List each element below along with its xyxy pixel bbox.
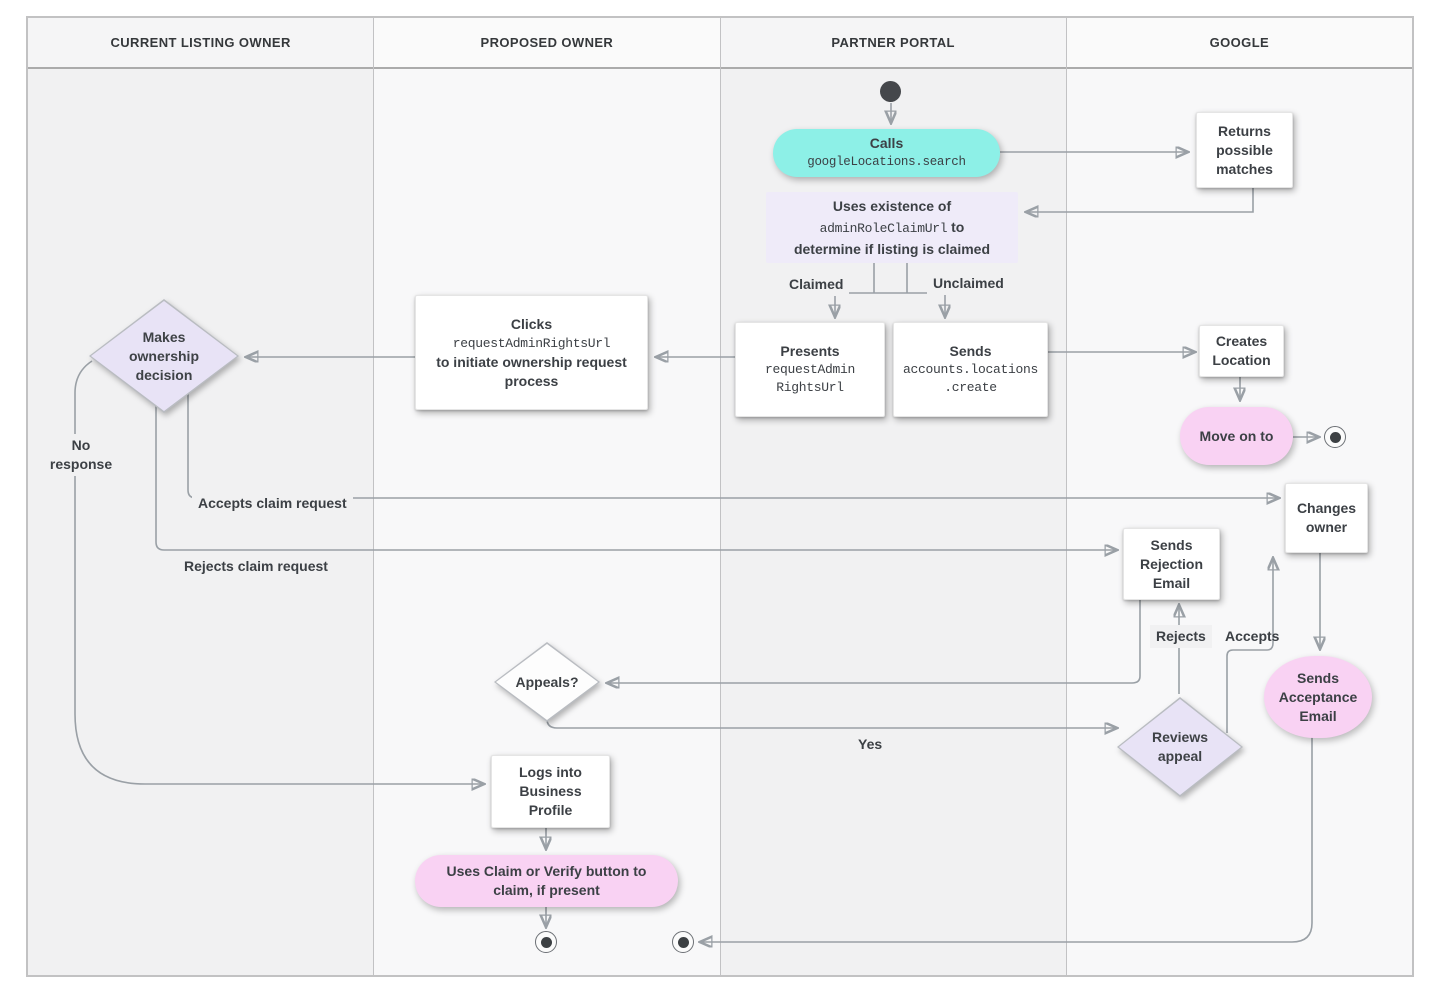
start-node	[880, 81, 901, 102]
end-node-bottom-left	[535, 931, 557, 953]
node-makes-ownership-decision: Makes ownership decision	[89, 299, 239, 413]
node-label: Reviews appeal	[1151, 729, 1209, 764]
node-title: Presents	[780, 343, 840, 359]
node-code: requestAdminRightsUrl	[452, 335, 611, 351]
edge-label-claimed: Claimed	[783, 273, 850, 296]
node-returns-possible-matches: Returns possible matches	[1196, 112, 1293, 188]
node-appeals-decision: Appeals?	[494, 642, 600, 722]
node-sends-accounts-locations-create: Sends accounts.locations .create	[893, 322, 1048, 417]
node-logs-into-business-profile: Logs into Business Profile	[491, 755, 610, 828]
lane-title: PROPOSED OWNER	[480, 35, 614, 50]
edge-label-yes: Yes	[852, 733, 889, 756]
lane-body	[374, 69, 720, 975]
node-uses-existence-note: Uses existence of adminRoleClaimUrl to d…	[766, 192, 1018, 263]
node-move-on-to: Move on to	[1180, 407, 1293, 465]
node-title: Clicks	[510, 315, 553, 332]
lane-header: CURRENT LISTING OWNER	[28, 18, 374, 69]
note-line3: determine if listing is claimed	[793, 240, 991, 257]
node-label: Returns possible matches	[1216, 122, 1273, 177]
edge-label-accepts: Accepts	[1225, 628, 1280, 644]
node-calls-googlelocations-search: Calls googleLocations.search	[773, 129, 1000, 177]
node-label: Logs into Business Profile	[519, 764, 582, 818]
end-node-bottom-right	[672, 931, 694, 953]
node-code: googleLocations.search	[807, 155, 966, 169]
node-changes-owner: Changes owner	[1285, 483, 1368, 553]
node-creates-location: Creates Location	[1199, 325, 1284, 377]
node-label: Sends Rejection Email	[1139, 536, 1203, 591]
node-sends-acceptance-email: Sends Acceptance Email	[1264, 656, 1372, 738]
lane-proposed-owner: PROPOSED OWNER	[374, 18, 721, 975]
edge-label-accepts-claim-request: Accepts claim request	[192, 492, 353, 515]
note-line1: Uses existence of	[832, 197, 952, 214]
node-code-line2: .create	[944, 380, 997, 395]
note-line2-suffix: to	[947, 218, 965, 235]
node-code-line2: RightsUrl	[776, 380, 844, 395]
edge-label-rejects: Rejects	[1150, 625, 1212, 648]
lane-title: GOOGLE	[1209, 35, 1270, 50]
lane-header: PROPOSED OWNER	[374, 18, 720, 69]
node-reviews-appeal: Reviews appeal	[1117, 697, 1243, 797]
edge-label-rejects-claim-request: Rejects claim request	[178, 555, 334, 578]
lane-title: PARTNER PORTAL	[831, 35, 955, 50]
lane-body	[28, 69, 374, 975]
node-suffix: to initiate ownership request process	[436, 353, 627, 389]
node-title: Calls	[869, 135, 904, 151]
node-presents-requestadminrightsurl: Presents requestAdmin RightsUrl	[735, 322, 885, 417]
node-label: Makes ownership decision	[128, 328, 199, 383]
node-label: Move on to	[1199, 427, 1274, 444]
node-label: Sends Acceptance Email	[1278, 669, 1358, 724]
node-sends-rejection-email: Sends Rejection Email	[1123, 528, 1220, 600]
end-node-top	[1324, 426, 1346, 448]
node-code-line1: requestAdmin	[764, 362, 855, 377]
node-uses-claim-or-verify-button: Uses Claim or Verify button to claim, if…	[415, 855, 678, 907]
lane-header: GOOGLE	[1066, 18, 1412, 69]
node-clicks-requestadminrightsurl: Clicks requestAdminRightsUrl to initiate…	[415, 295, 648, 410]
lane-title: CURRENT LISTING OWNER	[110, 35, 291, 50]
node-label: Appeals?	[515, 673, 579, 690]
edge-label-unclaimed: Unclaimed	[927, 272, 1010, 295]
node-label: Creates Location	[1212, 333, 1271, 368]
node-label: Uses Claim or Verify button to claim, if…	[446, 863, 647, 898]
node-title: Sends	[949, 343, 992, 359]
note-code: adminRoleClaimUrl	[819, 220, 948, 236]
lane-header: PARTNER PORTAL	[720, 18, 1066, 69]
node-label: Changes owner	[1296, 500, 1357, 535]
edge-label-no-response: No response	[34, 434, 128, 476]
node-code-line1: accounts.locations	[902, 362, 1039, 377]
